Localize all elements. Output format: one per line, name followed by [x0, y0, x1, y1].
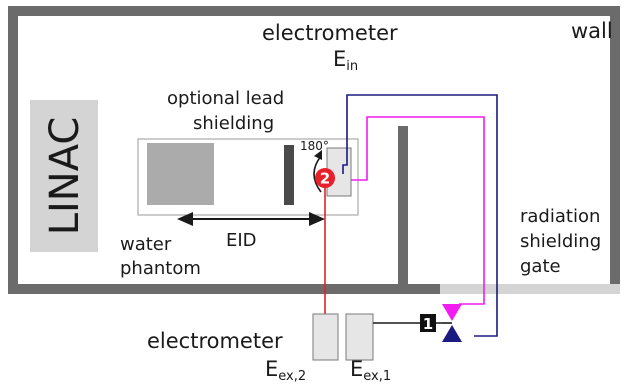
electrometer-ex-label: electrometer — [147, 329, 283, 353]
e-in-sub: in — [346, 59, 358, 74]
linac-box — [30, 100, 98, 252]
water-phantom — [147, 143, 214, 205]
e-ex2-sub: ex,2 — [278, 369, 306, 384]
lead-shielding — [284, 145, 294, 205]
optional-lead-label-1: optional lead — [167, 88, 284, 109]
electrometer-ex1-box — [345, 313, 374, 361]
e-in-label: Ein — [333, 47, 358, 74]
position-2-badge — [315, 168, 335, 188]
inner-wall — [398, 126, 408, 284]
eid-label: EID — [226, 230, 257, 251]
cables — [324, 94, 498, 337]
position-2-label: 2 — [320, 170, 330, 188]
linac-label: LINAC — [42, 117, 88, 236]
magenta-cable — [351, 116, 485, 305]
wall-label: wall — [571, 19, 613, 43]
position-1-label: 1 — [423, 315, 433, 333]
gate-label-3: gate — [520, 256, 561, 277]
eid-dimension: EID — [177, 212, 325, 251]
phantom-label: phantom — [120, 258, 201, 279]
gate-label-2: shielding — [520, 231, 601, 252]
rotation-arrowhead — [314, 150, 322, 160]
e-in-main: E — [333, 47, 346, 71]
electrometer-ex2-box — [312, 313, 339, 361]
switch-navy-triangle — [442, 325, 462, 342]
position-1-marker: 1 — [420, 314, 436, 333]
e-ex1-sub: ex,1 — [363, 369, 391, 384]
wall-bottom — [8, 284, 440, 294]
e-ex2-main: E — [265, 357, 278, 381]
room-walls — [8, 6, 620, 294]
switch-magenta-triangle — [442, 304, 462, 321]
linac: LINAC — [30, 100, 98, 252]
radiation-shielding-gate — [440, 284, 620, 294]
wall-top — [8, 6, 620, 16]
eid-arrow-right — [309, 212, 325, 226]
e-ex2-label: Eex,2 — [265, 357, 306, 384]
e-ex1-label: Eex,1 — [350, 357, 391, 384]
rotation-arc — [313, 155, 322, 193]
gate-label-1: radiation — [520, 206, 600, 227]
angle-label: 180° — [300, 139, 329, 153]
eid-arrow-left — [177, 212, 193, 226]
position-2-marker: 2 — [315, 168, 335, 188]
wall-right — [610, 6, 620, 289]
water-label: water — [120, 234, 172, 255]
electrometer-in-label: electrometer — [262, 21, 398, 45]
navy-cable — [342, 94, 498, 337]
optional-lead-label-2: shielding — [193, 113, 274, 134]
e-ex1-main: E — [350, 357, 363, 381]
wall-left — [8, 6, 18, 294]
position-1-badge — [420, 314, 436, 332]
